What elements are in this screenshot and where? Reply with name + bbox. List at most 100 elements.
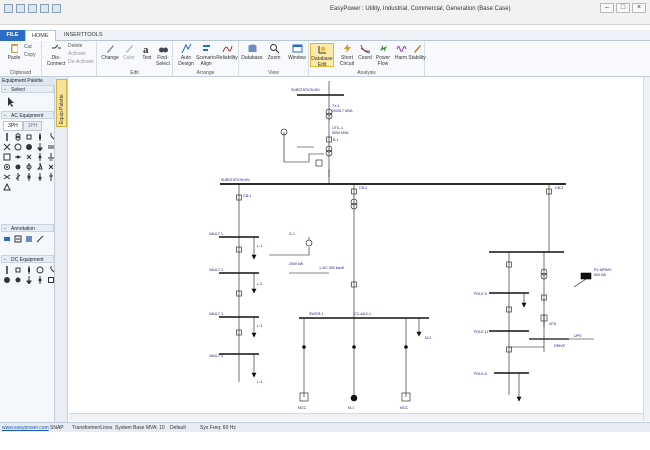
website-link[interactable]: www.easypower.com <box>2 425 49 431</box>
battery-icon[interactable] <box>47 163 55 171</box>
dc-switch-icon[interactable] <box>47 266 55 274</box>
group-view: Database Zoom Window View <box>239 41 309 77</box>
minimize-button[interactable]: – <box>600 3 614 13</box>
maximize-button[interactable]: □ <box>616 3 630 13</box>
status-default: Default <box>170 425 186 431</box>
section-select[interactable]: Select <box>1 85 54 94</box>
pv-label: PV ARRAY <box>594 268 612 272</box>
coord-button[interactable]: Coord <box>353 43 377 67</box>
group-clipboard: Paste Cut Copy Clipboard <box>0 41 42 77</box>
generator-icon[interactable] <box>14 143 22 151</box>
equipment-palette: Equipment Palette Select AC Equipment 3P… <box>0 77 55 422</box>
cable-icon[interactable] <box>14 153 22 161</box>
reliability-button[interactable]: Reliability <box>215 43 239 67</box>
load-icon[interactable] <box>36 143 44 152</box>
filter-icon[interactable] <box>3 163 11 171</box>
subtab-3ph[interactable]: 3PH <box>3 121 23 131</box>
palette-title: Equipment Palette <box>0 77 55 85</box>
dc-battery-icon[interactable] <box>3 276 11 284</box>
xfmr-main-label: TX-1 <box>332 104 340 108</box>
section-dc-equipment[interactable]: DC Equipment <box>1 255 54 264</box>
dc-source-icon[interactable] <box>36 266 44 274</box>
panel-icon[interactable] <box>25 173 33 181</box>
window-button[interactable]: Window <box>285 43 309 67</box>
tab-home[interactable]: HOME <box>25 30 56 41</box>
text-button[interactable]: a Text <box>142 44 152 61</box>
mcc-icon[interactable] <box>36 173 44 181</box>
dc-converter-icon[interactable] <box>36 276 44 284</box>
find-select-button[interactable]: Find-Select <box>151 43 175 67</box>
scenario-align-button[interactable]: Scenario Align <box>194 43 218 67</box>
switch-icon[interactable] <box>47 133 55 141</box>
copy-button[interactable]: Copy <box>24 52 36 58</box>
rectangle-icon[interactable] <box>3 235 11 243</box>
dc-fuse-icon[interactable] <box>25 266 33 274</box>
capacitor-icon[interactable] <box>47 143 55 151</box>
ground-icon[interactable] <box>47 153 55 161</box>
dc-breaker-icon[interactable] <box>14 266 22 274</box>
activate-button[interactable]: Activate <box>68 51 86 57</box>
color-button[interactable]: Color <box>117 43 141 67</box>
tab-tools[interactable]: TOOLS <box>84 32 103 38</box>
dc-charger-icon[interactable] <box>47 276 55 284</box>
subtab-1ph[interactable]: 1PH <box>22 121 43 131</box>
zoom-button[interactable]: Zoom <box>262 43 286 67</box>
shunt-icon[interactable] <box>3 182 11 191</box>
section-ac-equipment[interactable]: AC Equipment <box>1 111 54 120</box>
transformer-icon[interactable] <box>14 133 22 141</box>
paste-button[interactable]: Paste <box>2 43 26 67</box>
image-icon[interactable] <box>25 235 33 243</box>
dc-bus-icon[interactable] <box>3 266 11 274</box>
motor-icon[interactable] <box>25 143 33 151</box>
equip-palette-tab[interactable]: Equip Palette <box>56 79 67 127</box>
undo-icon[interactable] <box>40 4 49 13</box>
change-button[interactable]: Change <box>98 43 122 67</box>
line-icon[interactable] <box>36 235 44 243</box>
power-flow-button[interactable]: Power Flow <box>371 43 395 67</box>
dc-load-icon[interactable] <box>25 276 33 285</box>
cut-button[interactable]: Cut <box>24 44 32 50</box>
auto-design-button[interactable]: Auto Design <box>174 43 198 67</box>
horizontal-scrollbar[interactable] <box>69 413 643 421</box>
main-breaker-label: B-1 <box>333 138 339 142</box>
database-edit-button[interactable]: Database Edit <box>310 43 334 68</box>
vfd-icon[interactable] <box>25 163 33 171</box>
section-annotation[interactable]: Annotation <box>1 224 54 233</box>
paste-icon <box>10 44 18 53</box>
ups-icon[interactable] <box>14 163 22 171</box>
database-button[interactable]: Database <box>240 43 264 67</box>
main-bus-label: SUBSTATION MV <box>221 178 250 182</box>
textbox-icon[interactable] <box>14 235 22 243</box>
dc-motor-icon[interactable] <box>14 276 22 284</box>
breaker-icon[interactable] <box>25 133 33 141</box>
tab-insert[interactable]: INSERT <box>64 32 85 38</box>
vertical-scrollbar[interactable] <box>643 77 650 421</box>
stability-button[interactable]: Stability <box>405 43 429 67</box>
redo-icon[interactable] <box>52 4 61 13</box>
wind-icon[interactable] <box>14 173 22 181</box>
deactivate-button[interactable]: De-Activate <box>68 59 94 65</box>
diagram-canvas[interactable]: SUBSTATION MV TX-1 20/26.7 MVA UTIL-1 50… <box>69 77 650 422</box>
reactor-icon[interactable] <box>3 153 11 161</box>
vault4-label: VAULT 4 <box>209 354 223 358</box>
pv-icon[interactable] <box>3 173 11 181</box>
pointer-icon[interactable] <box>6 96 16 108</box>
short-circuit-button[interactable]: Short Circuit <box>335 43 359 67</box>
bus-icon[interactable] <box>3 133 11 141</box>
disconnect-button[interactable]: Dis-Connect <box>44 43 68 67</box>
relay-icon[interactable] <box>25 153 33 161</box>
save-icon[interactable] <box>28 4 37 13</box>
status-snap[interactable]: SNAP <box>50 425 64 431</box>
utility-icon[interactable] <box>3 143 11 151</box>
harmonics-button[interactable]: Harm <box>389 43 413 67</box>
open-file-icon[interactable] <box>16 4 25 13</box>
fuse-icon[interactable] <box>36 133 44 141</box>
meter-icon[interactable] <box>36 153 44 161</box>
tab-file[interactable]: FILE <box>0 30 25 41</box>
delete-button[interactable]: Delete <box>68 43 83 49</box>
arrester-icon[interactable] <box>36 162 44 171</box>
tie-icon[interactable] <box>47 173 55 181</box>
close-button[interactable]: × <box>632 3 646 13</box>
new-file-icon[interactable] <box>4 4 13 13</box>
feeder2-label: CB-2 <box>359 186 367 190</box>
